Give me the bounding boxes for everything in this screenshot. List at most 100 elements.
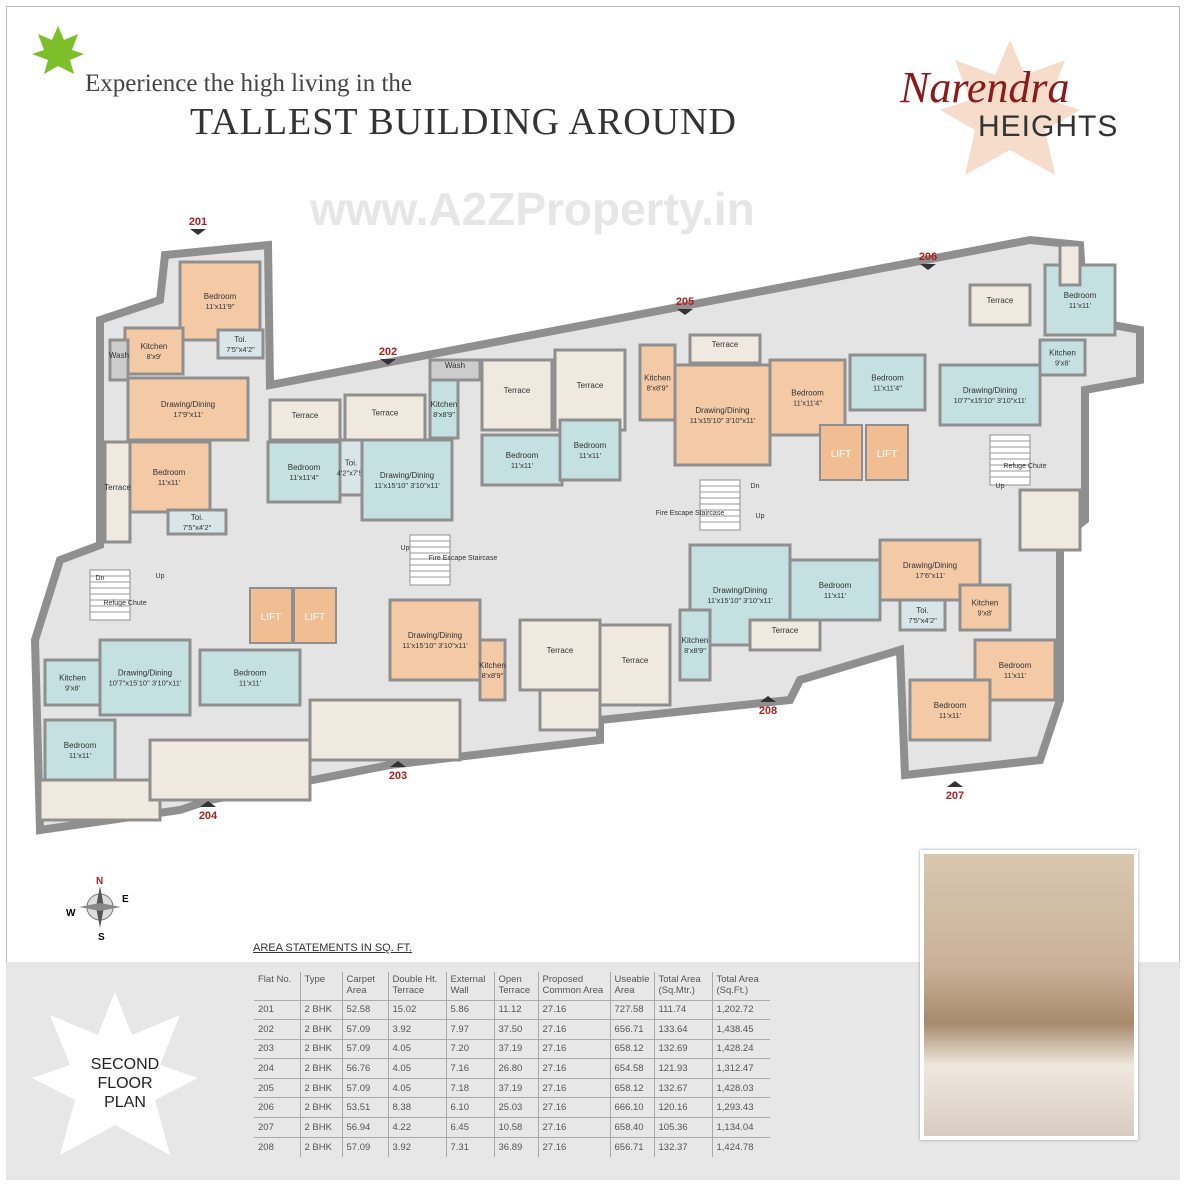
room: Terrace bbox=[343, 393, 427, 442]
room-label: Kitchen bbox=[644, 374, 671, 383]
table-cell: 57.09 bbox=[341, 1136, 388, 1157]
room-label: Drawing/Dining bbox=[695, 406, 749, 415]
flat-marker-205[interactable]: 205 bbox=[676, 296, 694, 315]
room-label: Bedroom bbox=[64, 741, 97, 750]
table-cell: 27.16 bbox=[537, 1058, 610, 1079]
room-label: Kitchen bbox=[59, 674, 86, 683]
flat-marker-207[interactable]: 207 bbox=[946, 781, 964, 802]
room-dimension: 9'x8' bbox=[65, 684, 81, 693]
flat-marker-208[interactable]: 208 bbox=[759, 696, 777, 717]
plan-name-line: PLAN bbox=[104, 1094, 146, 1111]
lift[interactable]: LIFT bbox=[249, 587, 293, 644]
room: Terrace bbox=[748, 618, 822, 652]
table-cell: 658.12 bbox=[609, 1038, 654, 1059]
staircase bbox=[989, 434, 1031, 486]
lift[interactable]: LIFT bbox=[865, 424, 909, 481]
room-label: Bedroom bbox=[234, 669, 267, 678]
column-header: Proposed Common Area bbox=[537, 972, 610, 1000]
column-header: External Wall bbox=[445, 972, 494, 1000]
table-cell: 1,438.45 bbox=[711, 1019, 770, 1040]
table-cell: 202 bbox=[254, 1019, 300, 1040]
flat-marker-204[interactable]: 204 bbox=[199, 801, 218, 822]
column-header: Total Area (Sq.Ft.) bbox=[711, 972, 770, 1000]
core-label: Dn bbox=[96, 575, 105, 582]
room-label: Drawing/Dining bbox=[408, 631, 462, 640]
column-header: Flat No. bbox=[258, 974, 292, 985]
room-dimension: 11'x11'4" bbox=[289, 473, 318, 482]
room: Wash bbox=[428, 358, 482, 382]
leaf-shape-icon bbox=[32, 992, 198, 1155]
room-dimension: 10'7"x15'10" 3'10"x11' bbox=[954, 396, 1027, 405]
room: Terrace bbox=[268, 398, 342, 442]
room-label: Terrace bbox=[772, 626, 799, 635]
core-label: Up bbox=[996, 483, 1005, 490]
flat-marker-206[interactable]: 206 bbox=[919, 251, 937, 270]
table-cell: 4.05 bbox=[387, 1058, 446, 1079]
lift-label: LIFT bbox=[831, 449, 852, 460]
room-label: Wash bbox=[445, 361, 465, 370]
room-label: Drawing/Dining bbox=[161, 400, 215, 409]
table-cell: 1,134.04 bbox=[711, 1117, 770, 1138]
table-cell: 7.20 bbox=[445, 1038, 494, 1059]
table-cell: 132.37 bbox=[653, 1136, 712, 1157]
table-cell: 727.58 bbox=[609, 999, 654, 1020]
room-label: Bedroom bbox=[791, 389, 824, 398]
room-label: Toi. bbox=[191, 513, 203, 522]
room-label: Terrace bbox=[504, 386, 531, 395]
room-label: Bedroom bbox=[871, 374, 904, 383]
plan-name-line: FLOOR bbox=[97, 1075, 153, 1092]
table-cell: 203 bbox=[254, 1038, 300, 1059]
room-dimension: 11'x11' bbox=[1069, 301, 1092, 310]
room-label: Bedroom bbox=[819, 581, 852, 590]
flat-number: 202 bbox=[379, 346, 397, 358]
table-cell: 25.03 bbox=[493, 1097, 538, 1118]
room: Terrace bbox=[968, 283, 1032, 327]
table-cell: 15.02 bbox=[387, 999, 446, 1020]
core-label: Refuge Chute bbox=[1003, 463, 1046, 470]
table-cell: 2 BHK bbox=[299, 1117, 342, 1138]
compass-s: S bbox=[98, 932, 105, 942]
room: Toi.7'5"x4'2" bbox=[898, 598, 947, 632]
room: Toi.7'5"x4'2" bbox=[166, 508, 228, 536]
arrow-icon bbox=[947, 781, 963, 787]
room-dimension: 11'x11'9" bbox=[205, 302, 234, 311]
room-label: Terrace bbox=[104, 483, 131, 492]
table-cell: 1,293.43 bbox=[711, 1097, 770, 1118]
table-cell: 3.92 bbox=[387, 1019, 446, 1040]
column-header: Double Ht. Terrace bbox=[387, 972, 446, 1000]
brand-leaf-icon bbox=[940, 40, 1080, 175]
arrow-icon bbox=[200, 801, 216, 807]
table-cell: 2 BHK bbox=[299, 1136, 342, 1157]
table-cell: 4.05 bbox=[387, 1077, 446, 1098]
flat-marker-201[interactable]: 201 bbox=[189, 216, 207, 235]
column-header: Useable Area bbox=[609, 972, 654, 1000]
room-label: Kitchen bbox=[479, 661, 506, 670]
room-label: Kitchen bbox=[431, 400, 458, 409]
table-cell: 132.69 bbox=[653, 1038, 712, 1059]
table-cell: 207 bbox=[254, 1117, 300, 1138]
room-dimension: 8'x9' bbox=[147, 352, 163, 361]
lift[interactable]: LIFT bbox=[293, 587, 337, 644]
table-cell: 57.09 bbox=[341, 1038, 388, 1059]
table-cell: 1,424.78 bbox=[711, 1136, 770, 1157]
table-cell: 204 bbox=[254, 1058, 300, 1079]
flat-number: 208 bbox=[759, 705, 777, 717]
watermark: www.A2ZProperty.in bbox=[310, 183, 755, 235]
room-label: Drawing/Dining bbox=[380, 471, 434, 480]
lift[interactable]: LIFT bbox=[819, 424, 863, 481]
room-dimension: 11'x11'4" bbox=[873, 384, 902, 393]
table-cell: 2 BHK bbox=[299, 1058, 342, 1079]
room-dimension: 10'7"x15'10" 3'10"x11' bbox=[109, 679, 182, 688]
flat-marker-202[interactable]: 202 bbox=[379, 346, 397, 365]
flat-marker-203[interactable]: 203 bbox=[389, 761, 407, 782]
room-dimension: 11'x11' bbox=[158, 478, 181, 487]
room-dimension: 11'x15'10" 3'10"x11' bbox=[690, 416, 756, 425]
table-cell: 57.09 bbox=[341, 1019, 388, 1040]
